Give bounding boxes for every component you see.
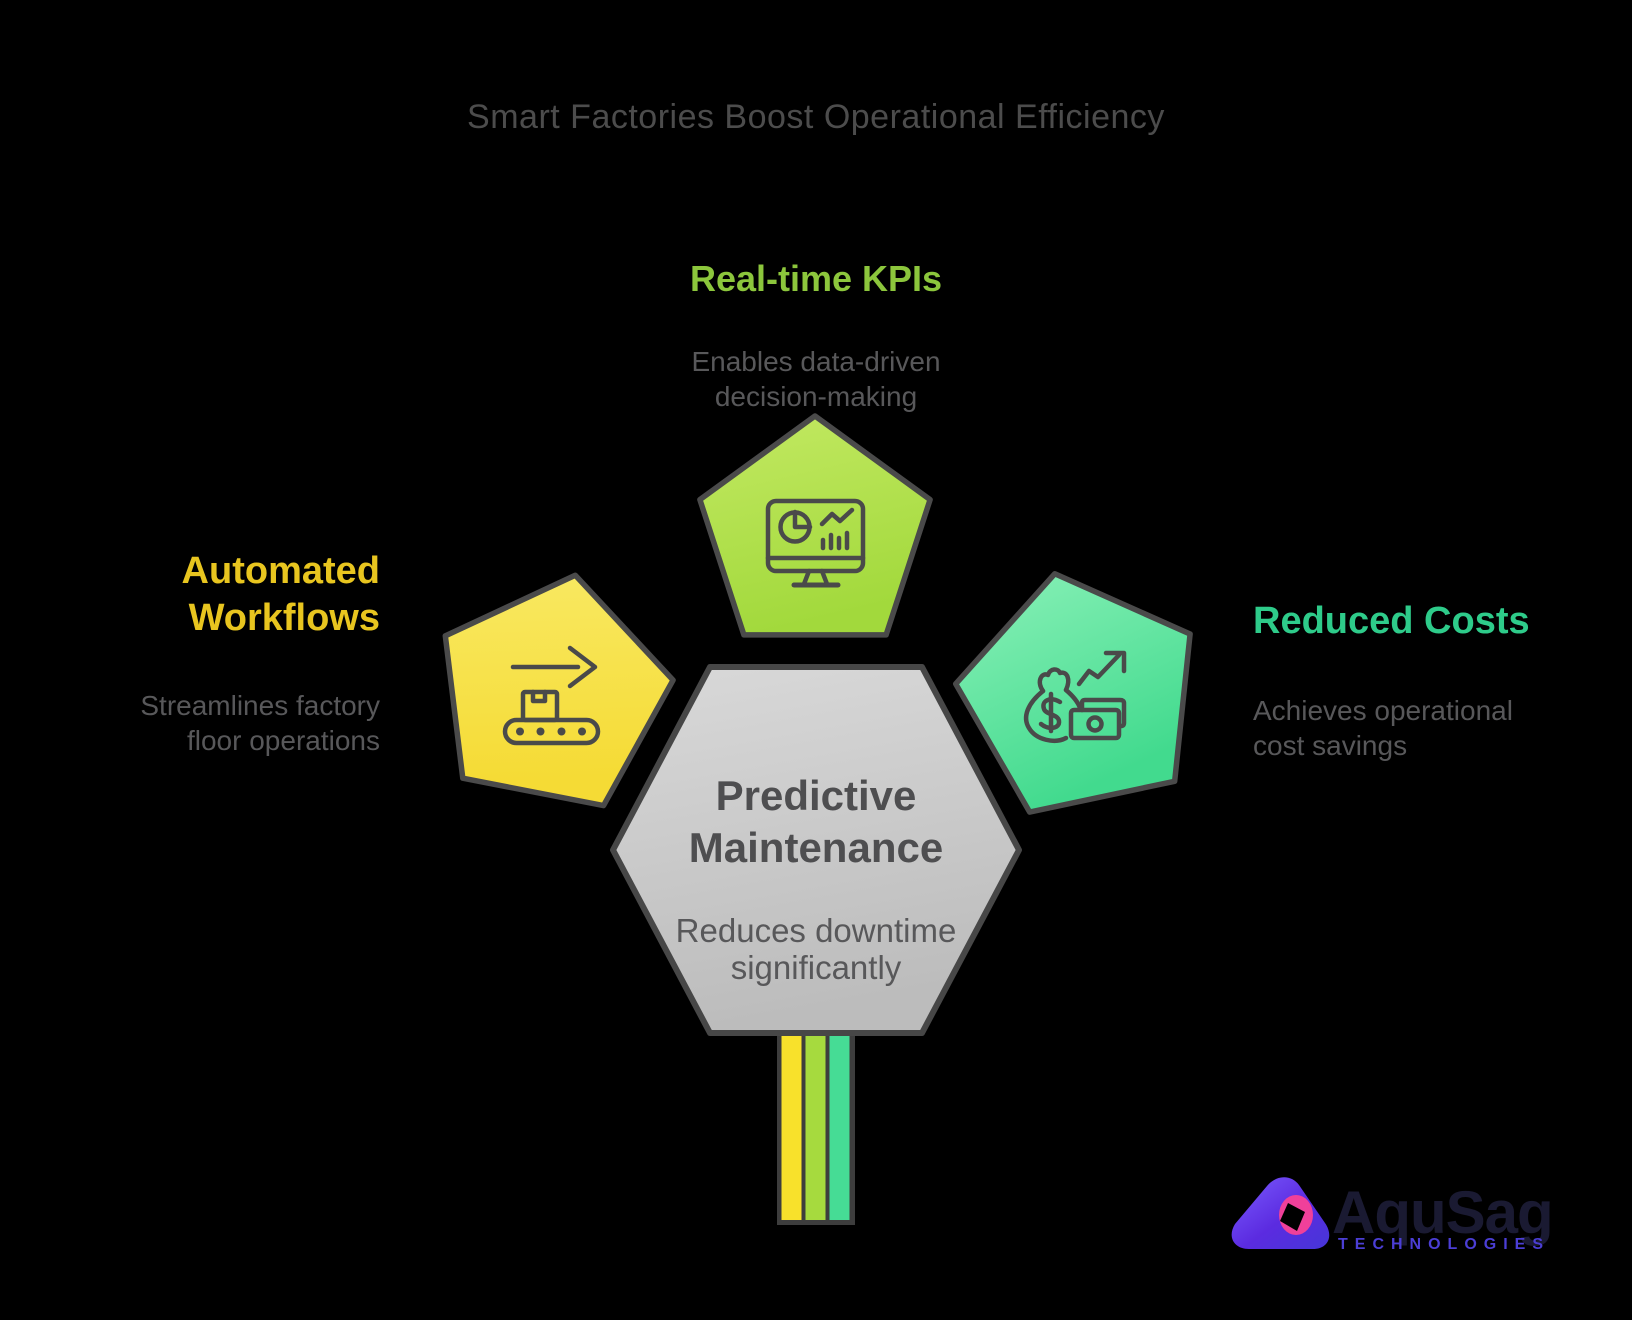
center-title: Predictive Maintenance	[688, 772, 944, 871]
center-hexagon	[610, 664, 1022, 1036]
costs-label-block: Reduced Costs Achieves operational cost …	[1253, 580, 1593, 781]
workflows-description: Streamlines factory floor operations	[140, 690, 380, 756]
dashboard-monitor-icon	[765, 498, 866, 588]
center-label-block: Predictive Maintenance Reduces downtime …	[616, 752, 1016, 1004]
kpis-heading: Real-time KPIs	[689, 258, 943, 299]
center-description: Reduces downtime significantly	[675, 912, 957, 986]
conveyor-belt-icon	[502, 645, 601, 746]
workflows-label-block: Automated Workflows Streamlines factory …	[40, 530, 380, 776]
logo-tagline-text: TECHNOLOGIES	[1338, 1236, 1551, 1253]
costs-description: Achieves operational cost savings	[1253, 695, 1513, 761]
costs-pentagon	[952, 571, 1193, 815]
connector-stripes	[777, 1031, 855, 1225]
costs-heading: Reduced Costs	[1253, 600, 1530, 642]
workflows-heading: Automated Workflows	[181, 550, 380, 639]
kpis-pentagon	[697, 413, 933, 638]
workflows-pentagon	[442, 572, 676, 809]
kpis-label-block: Real-time KPIs Enables data-driven decis…	[566, 237, 1066, 432]
logo-brand-text: AquSag	[1332, 1179, 1554, 1246]
money-growth-icon	[1023, 650, 1127, 743]
kpis-description: Enables data-driven decision-making	[691, 346, 941, 412]
page-title: Smart Factories Boost Operational Effici…	[467, 98, 1165, 136]
aqusag-logo-icon	[1231, 1177, 1330, 1249]
